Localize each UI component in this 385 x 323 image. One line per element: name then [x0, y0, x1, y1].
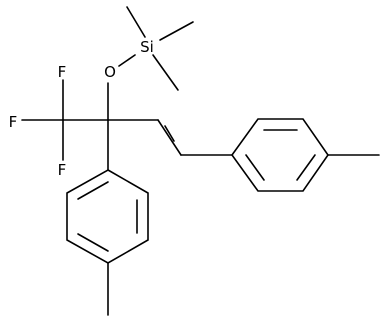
atom-label-f-left: F	[9, 113, 18, 131]
atom-label-f-top: F	[58, 63, 67, 81]
ring-lower-inner-bond-2	[77, 233, 109, 252]
atom-label-o: O	[104, 63, 116, 81]
bond-si-methyl-right	[159, 21, 194, 41]
bond-vinyl-inner	[164, 125, 175, 142]
ring-lower-inner-bond-3	[77, 181, 109, 200]
vinyl-linker	[157, 119, 233, 156]
atom-label-si: Si	[140, 38, 154, 56]
bond-vinyl-outer	[157, 119, 182, 156]
p-tolyl-ring-lower	[66, 169, 149, 316]
bond-si-methyl-top	[126, 6, 146, 38]
bond-si-o	[118, 54, 136, 67]
trimethylsilyl-group	[118, 6, 194, 91]
ring-right-inner-bond-2	[296, 154, 316, 181]
ring-right-inner-bond-3	[245, 154, 265, 181]
atom-label-f-bottom: F	[58, 161, 67, 179]
p-tolyl-ring-right	[231, 118, 380, 192]
bond-si-methyl-bottom	[152, 54, 179, 91]
ring-lower-hexagon	[66, 169, 149, 264]
central-carbon-bonds	[62, 82, 159, 171]
trifluoromethyl-group	[21, 79, 64, 161]
